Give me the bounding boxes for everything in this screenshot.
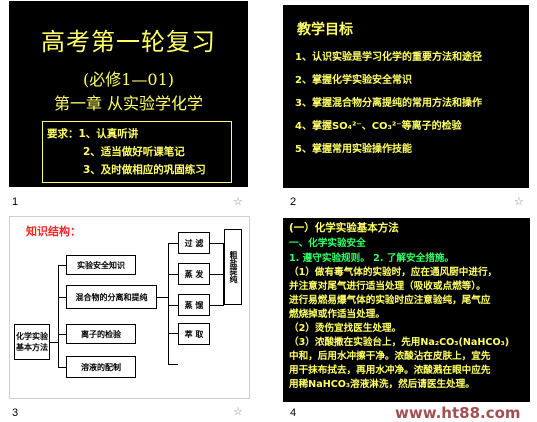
slide-number: 2	[290, 196, 297, 208]
extraction-box: 萃 取	[178, 323, 210, 345]
section-subtitle: 一、化学实验安全	[289, 238, 366, 249]
requirement-item: 要求：1、认真听讲	[47, 128, 139, 140]
filtration-box: 过 滤	[178, 232, 210, 254]
body-line: （2）烫伤宜找医生处理。	[289, 323, 402, 334]
safety-knowledge-box: 实验安全知识	[66, 255, 136, 275]
salt-purification-box: 粗盐提纯	[224, 229, 242, 305]
slide-1-subtitle: (必修1—01)	[82, 70, 175, 89]
slide-number: 3	[12, 407, 19, 419]
root-box: 化学实验基本方法	[14, 324, 50, 360]
separation-box: 混合物的分离和提纯	[66, 285, 157, 309]
distillation-box: 蒸 馏	[178, 294, 210, 316]
body-line: 进行易燃易爆气体的实验时应注意验纯，尾气应	[289, 295, 491, 306]
slide-2-title: 教学目标	[297, 22, 353, 38]
slide-1-chapter: 第一章 从实验学化学	[53, 94, 204, 113]
body-line: 并注意对尾气进行适当处理（吸收或点燃等）。	[289, 281, 486, 292]
slide-number: 4	[290, 407, 297, 419]
requirement-item: 3、及时做相应的巩固练习	[83, 164, 206, 176]
objective-item: 1、认识实验是学习化学的重要方法和途径	[295, 52, 482, 63]
requirements-box: 要求：1、认真听讲 2、适当做好听课笔记 3、及时做相应的巩固练习	[42, 121, 232, 183]
section-title: (一）化学实验基本方法	[289, 222, 399, 234]
star-icon[interactable]: ☆	[233, 195, 243, 208]
slide-3-thumbnail[interactable]: 知识结构： 化学实验基本方法 实验安全知识 混合物的分离和提纯 离子的检验 溶液…	[9, 216, 250, 399]
body-line: 用干抹布拭去，再用水冲净。浓酸溅在眼中应先	[289, 365, 491, 376]
objective-item: 3、掌握混合物分离提纯的常用方法和操作	[295, 98, 482, 109]
slide-number: 1	[12, 196, 19, 208]
body-line: （1）做有毒气体的实验时，应在通风厨中进行，	[289, 267, 498, 278]
slide-4-thumbnail[interactable]: (一）化学实验基本方法 一、化学实验安全 1. 遵守实验规则。 2. 了解安全措…	[283, 218, 530, 402]
objective-item: 2、掌握化学实验安全常识	[295, 75, 412, 86]
objective-item: 4、掌握SO₄²⁻、CO₃²⁻等离子的检验	[295, 121, 462, 132]
star-icon[interactable]: ☆	[514, 195, 524, 208]
objective-item: 5、掌握常用实验操作技能	[295, 144, 412, 155]
slide-1-title: 高考第一轮复习	[41, 28, 216, 56]
slide-2-thumbnail[interactable]: 教学目标 1、认识实验是学习化学的重要方法和途径 2、掌握化学实验安全常识 3、…	[283, 5, 529, 188]
ion-test-box: 离子的检验	[66, 324, 136, 344]
star-icon[interactable]: ☆	[233, 405, 243, 418]
body-line: 用稀NaHCO₃溶液淋洗，然后请医生处理。	[289, 379, 475, 390]
rule-line: 1. 遵守实验规则。 2. 了解安全措施。	[289, 253, 454, 264]
solution-prep-box: 溶液的配制	[66, 356, 136, 378]
evaporation-box: 蒸 发	[178, 263, 210, 285]
slide-1-thumbnail[interactable]: 高考第一轮复习 (必修1—01) 第一章 从实验学化学 要求：1、认真听讲 2、…	[9, 1, 248, 187]
slide-3-heading: 知识结构：	[26, 225, 81, 238]
body-line: 燃烧掉或作适当处理。	[289, 309, 385, 320]
requirement-item: 2、适当做好听课笔记	[83, 146, 185, 158]
body-line: 中和，后用水冲擦干净。浓酸沾在皮肤上，宜先	[289, 351, 491, 362]
body-line: （3）浓酸撒在实验台上，先用Na₂CO₃(NaHCO₃)	[289, 337, 510, 348]
watermark: www.ht88.com	[395, 404, 521, 422]
